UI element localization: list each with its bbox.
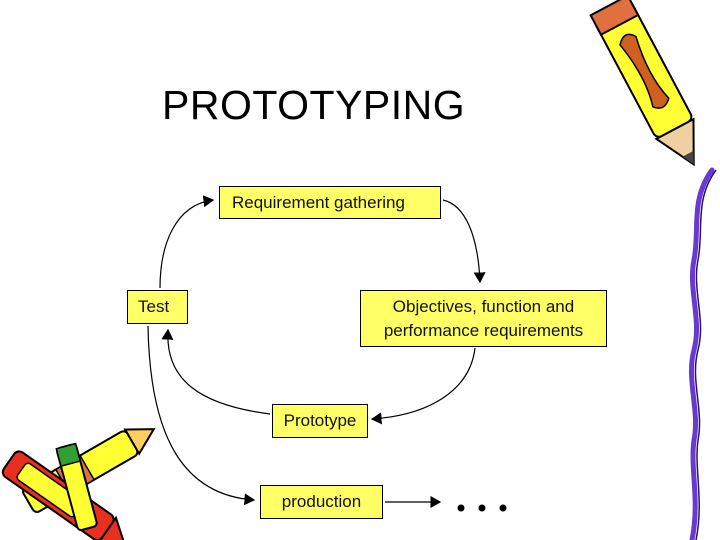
arrow-prototype-to-test <box>161 328 271 415</box>
node-label: Prototype <box>283 411 357 430</box>
arrow-requirement-to-objectives <box>442 199 486 284</box>
node-label-line2: performance requirements <box>383 321 584 340</box>
node-prototype: Prototype <box>272 404 368 438</box>
node-requirement-gathering: Requirement gathering <box>219 186 441 219</box>
node-label-line1: Objectives, function and <box>392 297 575 316</box>
node-label: production <box>281 492 362 511</box>
continuation-dots <box>457 504 507 512</box>
purple-wavy-line <box>689 167 715 540</box>
node-label: Test <box>138 297 170 316</box>
node-test: Test <box>127 290 188 324</box>
arrow-objectives-to-prototype <box>370 347 476 425</box>
crayons-icon <box>1 428 156 540</box>
node-production: production <box>260 485 383 519</box>
node-label: Requirement gathering <box>232 193 405 212</box>
node-objectives: Objectives, function and performance req… <box>360 290 607 347</box>
arrow-test-to-production <box>147 325 256 506</box>
pencil-icon <box>589 0 695 167</box>
arrow-test-to-requirement <box>159 195 215 289</box>
page-title: PROTOTYPING <box>162 82 466 128</box>
